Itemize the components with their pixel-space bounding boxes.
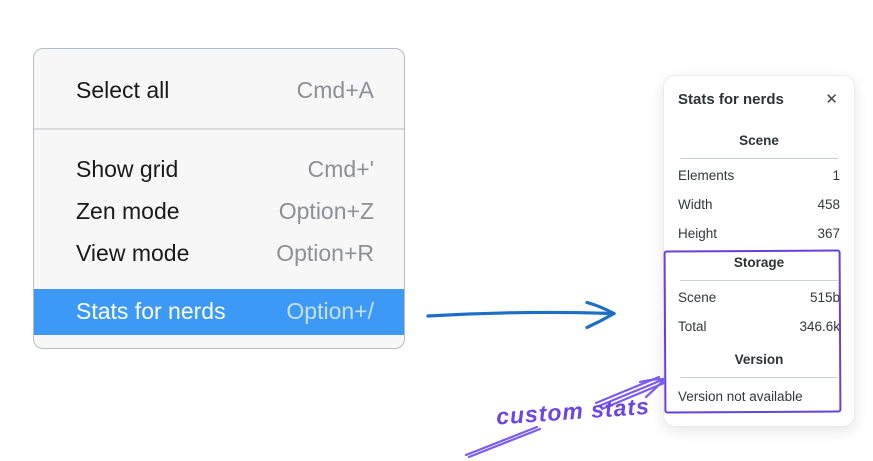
- menu-item-view-mode[interactable]: View mode Option+R: [34, 233, 404, 275]
- stats-row-value: 346.6k: [799, 319, 840, 334]
- menu-item-select-all[interactable]: Select all Cmd+A: [34, 69, 404, 111]
- menu-item-zen-mode[interactable]: Zen mode Option+Z: [34, 191, 404, 233]
- close-icon[interactable]: ✕: [825, 90, 838, 108]
- stats-row-scene-size: Scene 515b: [678, 283, 840, 312]
- section-divider: [680, 158, 838, 159]
- stats-panel-header: Stats for nerds ✕: [678, 88, 840, 110]
- menu-item-shortcut: Option+Z: [278, 198, 374, 224]
- stats-row-label: Elements: [678, 168, 735, 183]
- section-header-version: Version: [734, 352, 784, 367]
- stats-row-label: Height: [678, 226, 718, 241]
- menu-item-shortcut: Cmd+': [307, 156, 374, 182]
- stats-row-value: 515b: [809, 290, 840, 305]
- stats-row-label: Scene: [678, 290, 717, 305]
- menu-item-shortcut: Option+R: [276, 240, 374, 266]
- menu-item-label: Stats for nerds: [76, 298, 226, 324]
- section-header-storage: Storage: [733, 255, 785, 270]
- version-note: Version not available: [678, 389, 803, 404]
- stats-panel-title: Stats for nerds: [678, 90, 784, 108]
- menu-item-label: Show grid: [76, 156, 179, 182]
- menu-item-stats-for-nerds[interactable]: Stats for nerds Option+/: [34, 288, 404, 335]
- menu-item-label: Select all: [76, 76, 170, 103]
- menu-item-shortcut: Option+/: [286, 298, 374, 324]
- connector-arrow: [426, 300, 616, 330]
- custom-stats-label: custom stats: [495, 392, 651, 430]
- stats-row-label: Total: [678, 319, 707, 334]
- stats-row-total-size: Total 346.6k: [678, 312, 840, 341]
- stats-row-elements: Elements 1: [678, 161, 840, 190]
- stats-row-width: Width 458: [678, 190, 840, 219]
- context-menu: Select all Cmd+A Show grid Cmd+' Zen mod…: [33, 48, 405, 349]
- stats-row-label: Width: [678, 197, 713, 212]
- section-divider: [680, 377, 838, 378]
- menu-item-label: View mode: [76, 240, 190, 266]
- stats-panel: Stats for nerds ✕ Scene Elements 1 Width…: [663, 75, 855, 427]
- stats-row-value: 458: [817, 197, 840, 212]
- menu-item-shortcut: Cmd+A: [296, 76, 374, 103]
- stats-row-value: 1: [832, 168, 840, 183]
- menu-item-show-grid[interactable]: Show grid Cmd+': [34, 149, 404, 191]
- stats-row-value: 367: [817, 226, 840, 241]
- section-divider: [680, 280, 838, 281]
- stats-row-height: Height 367: [678, 219, 840, 248]
- section-header-scene: Scene: [739, 133, 779, 148]
- menu-item-label: Zen mode: [76, 198, 180, 224]
- menu-divider: [34, 128, 404, 130]
